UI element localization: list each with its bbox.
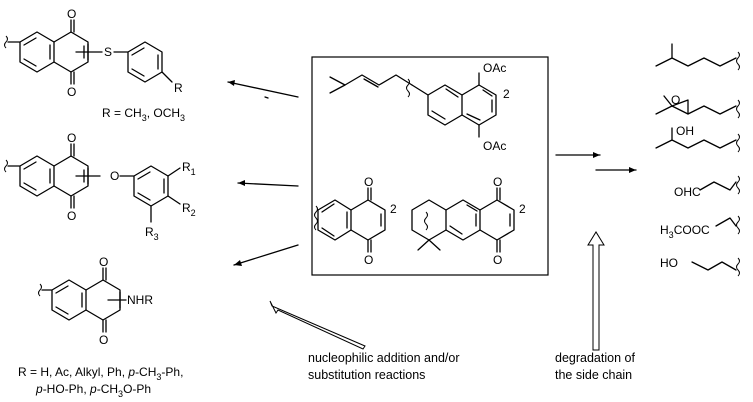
naphthoquinone-structure: O O 2: [314, 175, 397, 267]
hollow-arrow-nucleophilic: [269, 300, 366, 350]
ohc-label: OHC: [674, 185, 701, 199]
left-arrows: [227, 80, 299, 266]
oxygen-label: O: [493, 253, 502, 267]
thio-r-definition: R = CH3, OCH3: [102, 106, 185, 123]
thioether-product-structure: O O S R R = CH3, OCH3: [4, 7, 185, 123]
oxygen-label: O: [364, 175, 373, 189]
r2-label: R2: [182, 201, 196, 218]
position-2-label: 2: [503, 87, 510, 101]
oac-bottom-label: OAc: [483, 139, 506, 153]
amine-r-definition-line1: R = H, Ac, Alkyl, Ph, p-CH3-Ph,: [18, 365, 183, 382]
oxygen-label: O: [67, 85, 76, 99]
side-chain-fragments: O OH OHC H3COOC HO: [655, 43, 740, 277]
oxygen-label: O: [99, 333, 108, 347]
oh-label: OH: [676, 124, 694, 138]
oxygen-label: O: [99, 255, 108, 269]
r3-label: R3: [145, 225, 159, 242]
oac-top-label: OAc: [483, 61, 506, 75]
r-group-label: R: [174, 81, 183, 95]
methyl-ester-label: H3COOC: [660, 223, 710, 240]
oxygen-label: O: [67, 131, 76, 145]
ether-oxygen-label: O: [110, 169, 119, 183]
sulfur-label: S: [104, 45, 112, 59]
caption-degradation-2: the side chain: [555, 368, 632, 382]
position-2-label: 2: [390, 202, 397, 216]
right-arrows: [555, 152, 637, 173]
position-2-label: 2: [519, 202, 526, 216]
amine-r-definition-line2: p-HO-Ph, p-CH3O-Ph: [35, 382, 151, 399]
caption-degradation-1: degradation of: [555, 351, 635, 365]
aryl-ether-product-structure: O O O R1 R2 R3: [4, 131, 196, 242]
caption-nucleophilic-2: substitution reactions: [308, 368, 425, 382]
hollow-arrow-degradation: [587, 231, 605, 351]
amine-product-structure: O O NHR R = H, Ac, Alkyl, Ph, p-CH3-Ph, …: [18, 255, 183, 399]
naphthalene-diacetate-structure: OAc OAc 2: [329, 61, 510, 153]
epoxide-oxygen-label: O: [671, 93, 680, 107]
oxygen-label: O: [364, 253, 373, 267]
tricyclic-quinone-structure: O O 2: [411, 175, 526, 267]
r1-label: R1: [182, 160, 196, 177]
central-compound-box: [311, 56, 549, 276]
oxygen-label: O: [67, 7, 76, 21]
oxygen-label: O: [67, 209, 76, 223]
ho-label: HO: [660, 256, 678, 270]
oxygen-label: O: [493, 175, 502, 189]
nhr-label: NHR: [127, 293, 153, 307]
caption-nucleophilic-1: nucleophilic addition and/or: [308, 351, 460, 365]
